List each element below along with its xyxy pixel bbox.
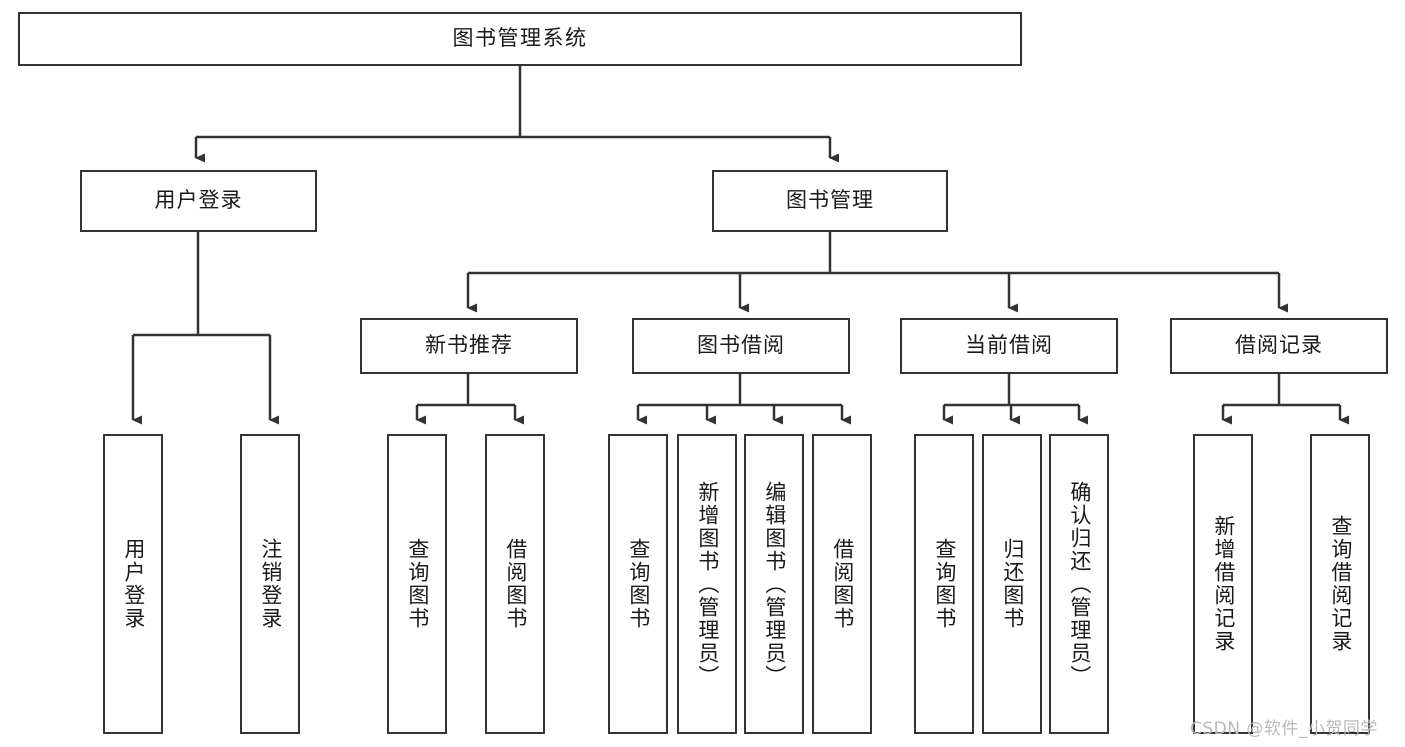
node-book-borrow[interactable]: 图书借阅: [632, 318, 850, 374]
node-leaf-label: 归还图书: [1000, 538, 1025, 630]
node-user-login[interactable]: 用户登录: [80, 170, 317, 232]
node-borrow-record[interactable]: 借阅记录: [1170, 318, 1388, 374]
node-leaf-label: 确认归还（管理员）: [1067, 480, 1092, 688]
node-leaf-user-logout[interactable]: 注销登录: [240, 434, 300, 734]
node-leaf-return-book[interactable]: 归还图书: [982, 434, 1042, 734]
node-leaf-query-book-1[interactable]: 查询图书: [387, 434, 447, 734]
node-leaf-confirm-return[interactable]: 确认归还（管理员）: [1049, 434, 1109, 734]
csdn-watermark: CSDN @软件_小贺同学: [1190, 719, 1378, 739]
node-leaf-edit-book[interactable]: 编辑图书（管理员）: [744, 434, 804, 734]
node-leaf-borrow-book-2[interactable]: 借阅图书: [812, 434, 872, 734]
node-leaf-label: 查询图书: [932, 538, 957, 630]
node-leaf-user-login[interactable]: 用户登录: [103, 434, 163, 734]
node-leaf-label: 新增图书（管理员）: [695, 480, 720, 688]
node-current-borrow[interactable]: 当前借阅: [900, 318, 1118, 374]
node-leaf-label: 借阅图书: [503, 538, 528, 630]
node-leaf-query-book-2[interactable]: 查询图书: [608, 434, 668, 734]
node-leaf-query-record[interactable]: 查询借阅记录: [1310, 434, 1370, 734]
node-leaf-add-book[interactable]: 新增图书（管理员）: [677, 434, 737, 734]
node-leaf-label: 查询借阅记录: [1328, 515, 1353, 653]
node-leaf-label: 新增借阅记录: [1211, 515, 1236, 653]
node-leaf-label: 借阅图书: [830, 538, 855, 630]
node-leaf-borrow-book-1[interactable]: 借阅图书: [485, 434, 545, 734]
node-root-system[interactable]: 图书管理系统: [18, 12, 1022, 66]
node-leaf-add-record[interactable]: 新增借阅记录: [1193, 434, 1253, 734]
node-leaf-label: 查询图书: [626, 538, 651, 630]
node-leaf-label: 用户登录: [121, 538, 146, 630]
node-leaf-label: 查询图书: [405, 538, 430, 630]
node-leaf-label: 编辑图书（管理员）: [762, 480, 787, 688]
node-new-book-recommend[interactable]: 新书推荐: [360, 318, 578, 374]
node-leaf-query-book-3[interactable]: 查询图书: [914, 434, 974, 734]
node-leaf-label: 注销登录: [258, 538, 283, 630]
node-book-management[interactable]: 图书管理: [712, 170, 948, 232]
